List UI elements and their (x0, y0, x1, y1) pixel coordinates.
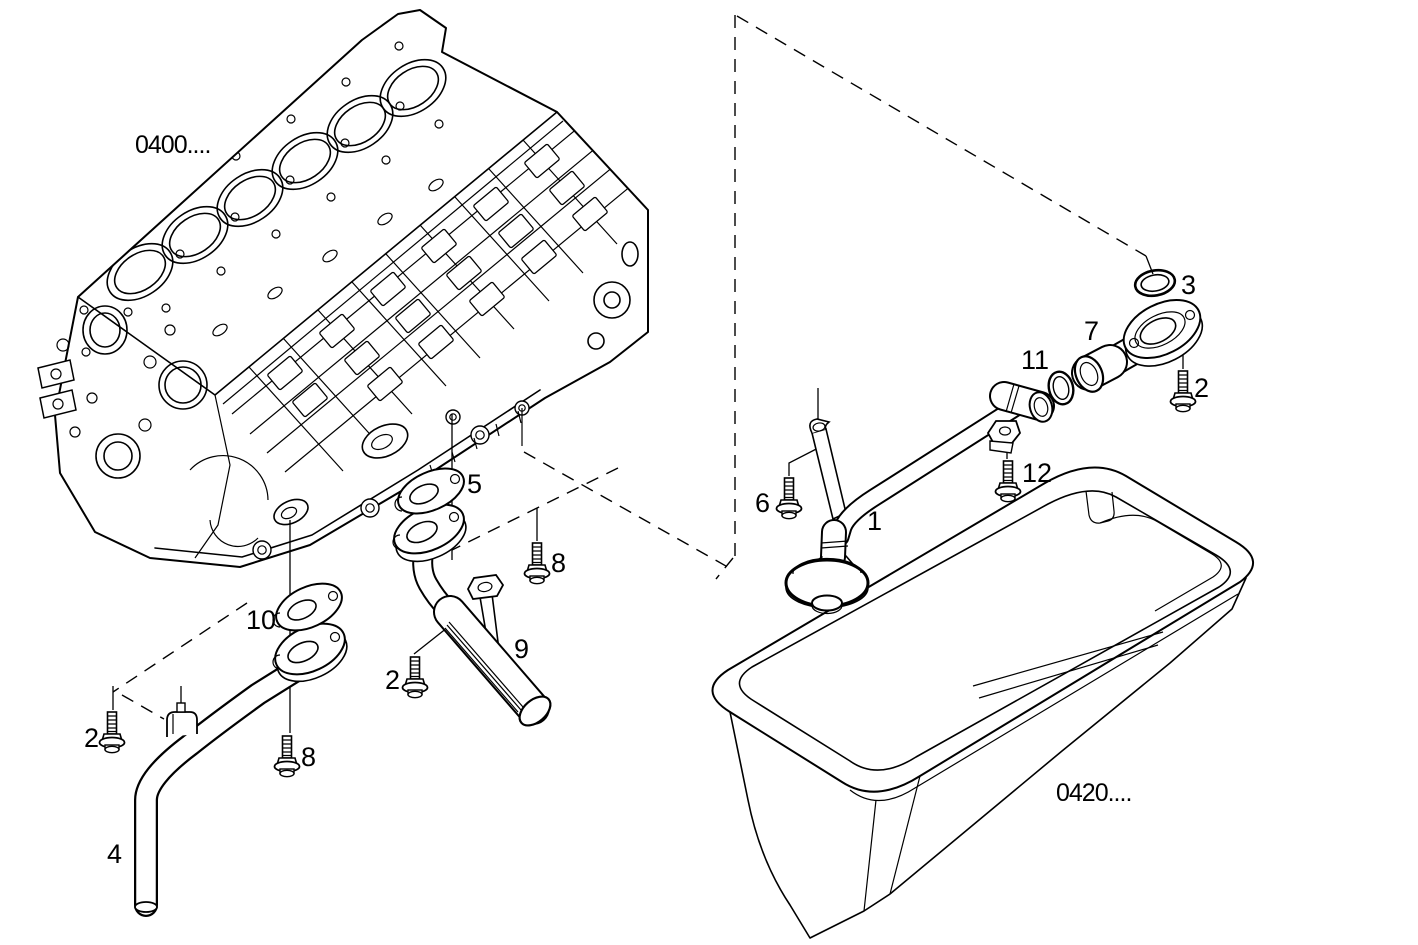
oil-pan-drawing (711, 466, 1254, 939)
callout-4: 4 (107, 839, 122, 869)
engine-block-drawing (37, 9, 649, 568)
labels: 0400.... 0420.... 3 7 11 2 12 6 1 5 8 9 … (84, 131, 1209, 869)
area-label-0400: 0400.... (135, 131, 210, 159)
callout-10: 10 (246, 605, 276, 635)
callout-9: 9 (514, 634, 529, 664)
callout-3: 3 (1181, 270, 1196, 300)
callout-7: 7 (1084, 316, 1099, 346)
bolt-6 (775, 477, 803, 520)
outlet-elbow-part7 (1071, 298, 1204, 393)
bolt-2-middle (401, 656, 429, 699)
bolt-8-middle (523, 542, 551, 585)
construction-lines (112, 15, 1147, 720)
gasket-part5 (394, 467, 465, 515)
callout-8-left: 8 (301, 742, 316, 772)
pipe-clip (176, 702, 186, 713)
callout-2-middle: 2 (385, 665, 400, 695)
callout-5: 5 (467, 469, 482, 499)
bolt-2-left (98, 711, 126, 754)
callout-2-left: 2 (84, 723, 99, 753)
pipe9-bracket-tab (466, 574, 505, 600)
bolt-12 (994, 460, 1022, 503)
suction-pipe-part4 (134, 582, 348, 917)
block-front-face (37, 305, 269, 548)
o-ring-part11 (1047, 370, 1075, 406)
o-ring-part3 (1133, 268, 1177, 298)
bolt-2-right (1169, 370, 1197, 413)
callout-8-middle: 8 (551, 548, 566, 578)
block-pan-rail (154, 389, 541, 560)
callout-12: 12 (1022, 458, 1052, 488)
callout-11: 11 (1021, 345, 1049, 375)
area-label-0420: 0420.... (1056, 779, 1131, 807)
strainer-bell (784, 555, 870, 615)
suction-pipe-part1 (784, 381, 1055, 615)
callout-2-right: 2 (1194, 373, 1209, 403)
pipe1-hanger-bracket (811, 428, 847, 521)
suction-pipe-part9 (392, 467, 552, 727)
gasket-part10 (272, 582, 343, 632)
callout-1: 1 (867, 506, 882, 536)
callout-6: 6 (755, 488, 770, 518)
bolt-8-left (273, 735, 301, 778)
cylinder-bores (106, 41, 447, 337)
